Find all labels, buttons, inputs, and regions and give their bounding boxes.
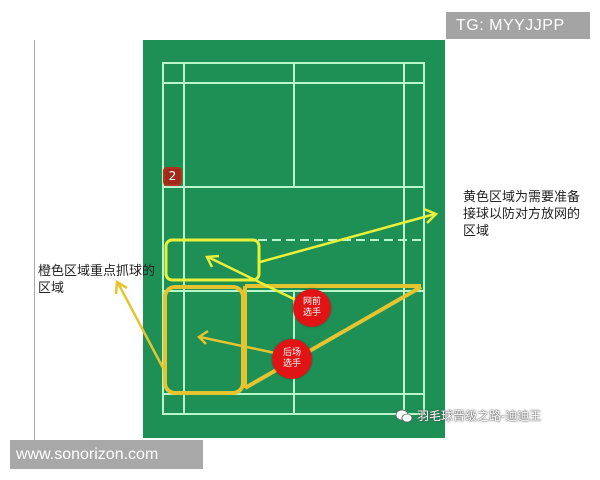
orange-wedge (243, 284, 422, 390)
wechat-account-name: 羽毛球晋级之路-迪迪王 (417, 409, 542, 423)
left-border-line (34, 40, 35, 440)
yellow-zone-note: 黄色区域为需要准备接球以防对方放网的区域 (463, 190, 581, 239)
url-watermark: www.sonorizon.com (10, 440, 203, 469)
net-player-marker[interactable]: 网前 选手 (293, 289, 331, 327)
arrow-left-note (114, 279, 165, 369)
wechat-icon (395, 409, 413, 422)
arrow-net-player (205, 254, 301, 304)
rear-player-label-2: 选手 (282, 359, 301, 369)
tg-watermark: TG: MYYJJPP (446, 12, 590, 39)
court-marker-badge: 2 (163, 167, 182, 186)
net-player-label-1: 网前 (302, 297, 321, 307)
arrow-rear-player (197, 329, 276, 355)
arrow-to-right-note (259, 207, 439, 264)
rear-player-label-1: 后场 (282, 348, 301, 358)
yellow-zone (164, 238, 261, 282)
net-player-label-2: 选手 (302, 308, 321, 318)
wechat-watermark: 羽毛球晋级之路-迪迪王 (395, 407, 541, 424)
rear-player-marker[interactable]: 后场 选手 (272, 339, 312, 379)
orange-zone-note: 橙色区域重点抓球的区域 (38, 264, 156, 296)
